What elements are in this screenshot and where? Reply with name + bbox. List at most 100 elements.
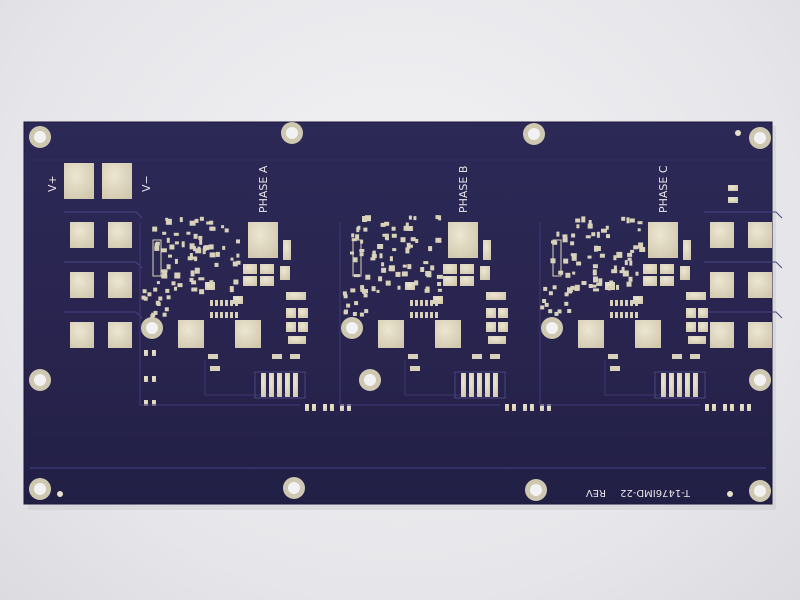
smd-pad: [629, 218, 635, 223]
smd-pad: [563, 258, 569, 264]
smd-pad: [174, 272, 181, 279]
pad: [710, 322, 734, 348]
pad: [683, 240, 691, 260]
smd-pad: [236, 239, 240, 244]
smd-pad: [152, 350, 156, 356]
smd-pad: [165, 288, 170, 293]
smd-pad: [712, 404, 716, 411]
power-pad: [635, 320, 661, 348]
smd-pad: [233, 279, 239, 285]
pad: [70, 322, 94, 348]
smd-pad: [564, 292, 569, 297]
smd-pad: [565, 272, 571, 278]
smd-pad: [235, 312, 238, 318]
smd-pad: [144, 350, 148, 356]
smd-pad: [189, 277, 194, 282]
smd-pad: [164, 307, 169, 312]
connector-outline: [254, 371, 306, 399]
right-connector-pads: [704, 185, 783, 348]
smd-pad: [723, 404, 727, 411]
smd-pad: [690, 354, 700, 359]
smd-pad: [362, 216, 367, 222]
smd-pad: [359, 249, 365, 252]
smd-pad: [174, 286, 177, 291]
smd-pad: [587, 255, 592, 259]
smd-pad: [572, 271, 576, 275]
pad: [460, 276, 474, 286]
smd-pad: [377, 244, 384, 249]
pad: [283, 240, 291, 260]
smd-pad: [210, 300, 213, 306]
smd-pad: [626, 217, 630, 224]
pad: [643, 264, 657, 274]
smd-pad: [191, 280, 197, 285]
smd-pad: [637, 228, 641, 232]
smd-pad: [350, 251, 354, 255]
smd-pad: [168, 254, 172, 258]
smd-pad: [588, 284, 593, 288]
smd-pad: [622, 270, 629, 277]
power-pad: [235, 320, 261, 348]
pad: [686, 322, 696, 332]
smd-pad: [548, 291, 553, 296]
smd-pad: [166, 264, 171, 270]
smd-pad: [363, 227, 368, 232]
mounting-hole-bore: [146, 322, 158, 334]
smd-pad: [576, 261, 582, 266]
smd-pad: [413, 216, 417, 221]
smd-pad: [406, 226, 413, 231]
smd-pad: [728, 185, 738, 191]
smd-pad: [209, 226, 215, 231]
smd-pad: [150, 314, 155, 319]
smd-pad: [585, 235, 591, 239]
smd-pad: [410, 312, 413, 318]
phase-b-section: PHASE B: [339, 166, 551, 411]
smd-pad: [628, 276, 633, 282]
mosfet-pad: [448, 222, 478, 258]
smd-pad: [615, 300, 618, 306]
smd-pad: [214, 262, 219, 267]
smd-pad: [530, 404, 534, 411]
smd-pad: [186, 231, 191, 235]
connector-outline: [654, 371, 706, 399]
connector-pin: [269, 373, 274, 397]
smd-pad: [198, 235, 203, 240]
smd-pad: [608, 354, 618, 359]
smd-pad: [581, 216, 586, 223]
connector-pin: [693, 373, 698, 397]
smd-pad: [191, 287, 198, 292]
smd-pad: [152, 376, 156, 382]
pad: [205, 282, 215, 290]
smd-pad: [620, 300, 623, 306]
pad: [443, 264, 457, 274]
smd-pad: [637, 221, 643, 225]
smd-pad: [403, 225, 409, 231]
phase-b-label: PHASE B: [457, 166, 470, 213]
smd-pad: [165, 218, 172, 225]
smd-pad: [169, 244, 175, 250]
connector-pin: [469, 373, 474, 397]
smd-pad: [554, 311, 559, 316]
smd-pad: [194, 267, 200, 274]
smd-pad: [401, 271, 408, 277]
smd-pad: [635, 300, 638, 306]
smd-pad: [354, 301, 359, 306]
smd-pad: [381, 267, 387, 273]
smd-pad: [619, 270, 625, 274]
smd-pad: [222, 245, 226, 250]
smd-pad: [610, 300, 613, 306]
pad: [486, 308, 496, 318]
smd-pad: [543, 286, 548, 291]
smd-pad: [362, 289, 366, 294]
smd-pad: [595, 246, 601, 251]
pad: [280, 266, 290, 280]
smd-pad: [355, 234, 360, 240]
part-number-silkscreen: T-1476IMD-22 REV: [586, 487, 691, 498]
smd-pad: [425, 312, 428, 318]
smd-pad: [544, 302, 549, 307]
smd-pad: [141, 295, 146, 300]
smd-pad: [190, 270, 195, 277]
smd-pad: [193, 233, 198, 239]
pad: [698, 322, 708, 332]
